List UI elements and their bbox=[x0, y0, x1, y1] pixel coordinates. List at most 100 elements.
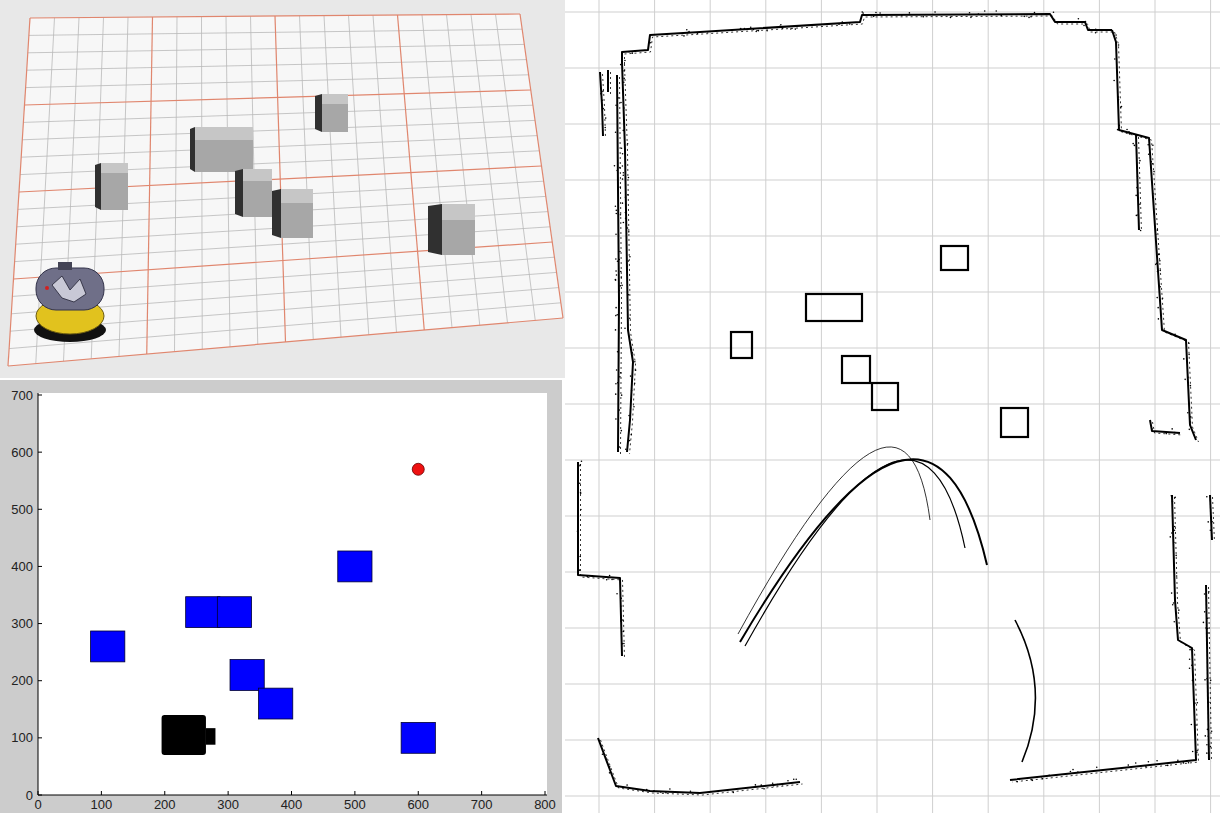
scan-point bbox=[1114, 58, 1116, 60]
box-side bbox=[428, 204, 442, 255]
obstacle-box bbox=[235, 169, 272, 217]
x-tick bbox=[291, 791, 292, 795]
scan-point bbox=[1134, 145, 1136, 147]
scan-point bbox=[1158, 254, 1160, 256]
scan-point bbox=[628, 51, 630, 53]
scan-wall-noise bbox=[1139, 137, 1142, 232]
scan-point bbox=[1184, 339, 1186, 341]
x-tick bbox=[418, 791, 419, 795]
map-grid-line bbox=[877, 0, 878, 813]
scan-point bbox=[1042, 778, 1044, 780]
y-tick bbox=[38, 795, 42, 796]
scan-point bbox=[923, 16, 925, 18]
scan-point bbox=[1187, 412, 1189, 414]
map-grid-line bbox=[565, 572, 1220, 573]
scan-point bbox=[795, 778, 797, 780]
scan-point bbox=[1095, 29, 1097, 31]
scan-point bbox=[615, 418, 617, 420]
scan-point bbox=[600, 93, 602, 95]
obstacle-square bbox=[186, 597, 220, 628]
scan-point bbox=[793, 778, 795, 780]
map-grid-line bbox=[565, 460, 1220, 461]
scan-point bbox=[621, 276, 623, 278]
view-background bbox=[0, 0, 565, 378]
y-tick-label: 0 bbox=[26, 788, 33, 803]
scan-point bbox=[616, 170, 618, 172]
scan-point bbox=[617, 97, 619, 99]
scan-obstacle bbox=[731, 332, 752, 358]
x-tick-label: 100 bbox=[91, 797, 113, 812]
obstacle-box bbox=[95, 163, 128, 210]
y-tick bbox=[38, 509, 42, 510]
scan-point bbox=[634, 383, 636, 385]
map-grid-line bbox=[565, 68, 1220, 69]
scan-point bbox=[628, 231, 630, 233]
scan-point bbox=[1203, 622, 1205, 624]
scan-point bbox=[1136, 187, 1138, 189]
y-tick-label: 600 bbox=[11, 445, 33, 460]
scan-point bbox=[1197, 702, 1199, 704]
scan-wall bbox=[1136, 135, 1139, 230]
scan-point bbox=[625, 212, 627, 214]
x-tick-label: 300 bbox=[217, 797, 239, 812]
scan-point bbox=[1048, 775, 1050, 777]
scan-point bbox=[617, 382, 619, 384]
scan-point bbox=[1162, 297, 1164, 299]
x-tick-label: 400 bbox=[281, 797, 303, 812]
scan-point bbox=[615, 210, 617, 212]
scan-point bbox=[1195, 724, 1197, 726]
scan-point bbox=[1188, 762, 1190, 764]
scan-point bbox=[609, 766, 611, 768]
scan-point bbox=[842, 21, 844, 23]
scan-point bbox=[1189, 658, 1191, 660]
scan-point bbox=[794, 28, 796, 30]
scan-point bbox=[1041, 776, 1043, 778]
scan-point bbox=[1153, 171, 1155, 173]
scan-wall bbox=[1210, 495, 1212, 540]
scan-arc bbox=[738, 447, 930, 634]
obstacle-box bbox=[272, 189, 313, 238]
scan-wall-noise bbox=[620, 77, 622, 454]
scan-point bbox=[1151, 161, 1153, 163]
scan-point bbox=[875, 12, 877, 14]
scan-point bbox=[1185, 644, 1187, 646]
scan-point bbox=[1120, 107, 1122, 109]
box-side bbox=[272, 189, 281, 238]
scan-point bbox=[604, 127, 606, 129]
scan-point bbox=[1159, 270, 1161, 272]
scan-point bbox=[1196, 750, 1198, 752]
scan-point bbox=[1174, 432, 1176, 434]
y-tick-label: 100 bbox=[11, 730, 33, 745]
scan-point bbox=[605, 757, 607, 759]
scan-point bbox=[1196, 752, 1198, 754]
scan-obstacle bbox=[1001, 408, 1028, 437]
scan-point bbox=[601, 99, 603, 101]
scan-point bbox=[1206, 744, 1208, 746]
scan-point bbox=[653, 790, 655, 792]
scan-point bbox=[1126, 129, 1128, 131]
scan-point bbox=[631, 352, 633, 354]
scan-point bbox=[1169, 536, 1171, 538]
plan-plot bbox=[0, 380, 562, 813]
scan-point bbox=[1128, 131, 1130, 133]
map-grid-line bbox=[599, 0, 600, 813]
scan-point bbox=[758, 30, 760, 32]
scan-point bbox=[1113, 80, 1115, 82]
scan-point bbox=[753, 29, 755, 31]
scan-point bbox=[1158, 254, 1160, 256]
scan-point bbox=[901, 14, 903, 16]
map-grid-line bbox=[654, 0, 655, 813]
scan-point bbox=[586, 576, 588, 578]
obstacle-square bbox=[259, 688, 293, 719]
scan-point bbox=[616, 593, 618, 595]
x-tick bbox=[164, 791, 165, 795]
scan-point bbox=[1210, 516, 1212, 518]
y-tick-label: 300 bbox=[11, 616, 33, 631]
map-grid-line bbox=[565, 404, 1220, 405]
plot-frame bbox=[0, 380, 562, 813]
scan-point bbox=[606, 579, 608, 581]
scan-point bbox=[1137, 214, 1139, 216]
scan-point bbox=[616, 213, 618, 215]
scan-point bbox=[1210, 746, 1212, 748]
scan-point bbox=[615, 279, 617, 281]
